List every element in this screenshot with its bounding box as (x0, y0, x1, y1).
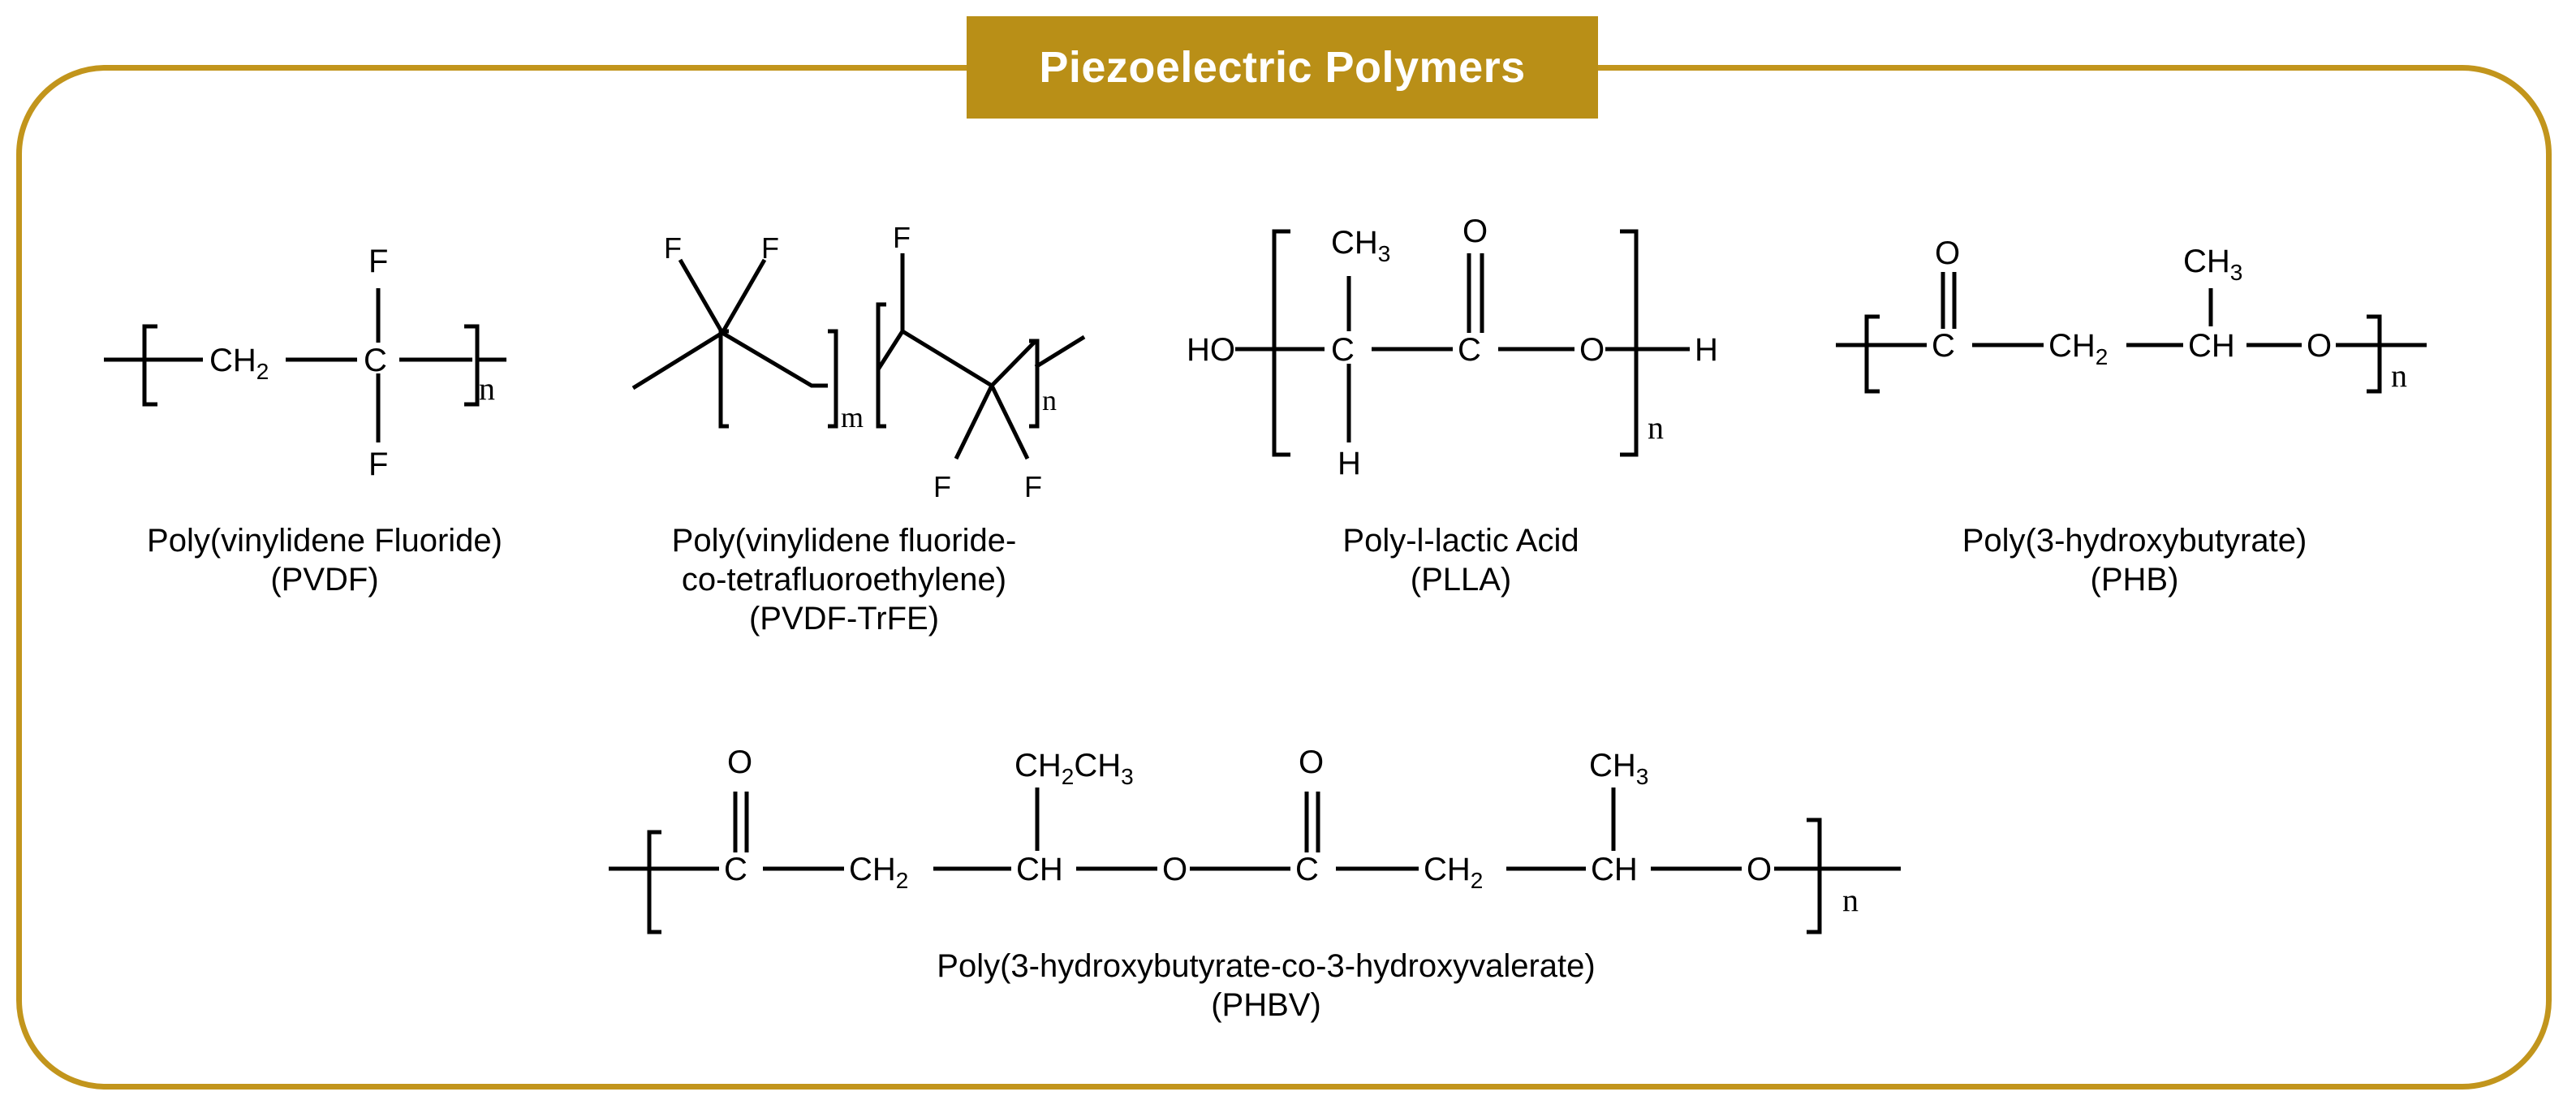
atom-c: C (1331, 332, 1355, 368)
repeat-n: n (1648, 409, 1664, 446)
atom-o: O (1299, 744, 1324, 780)
caption-pvdf-trfe: Poly(vinylidene fluoride- co-tetrafluoro… (671, 523, 1017, 636)
pvdf-structure: CH2 C F F n (104, 244, 506, 482)
atom-o: O (1935, 235, 1960, 271)
svg-text:CH3: CH3 (1331, 225, 1390, 266)
svg-text:CH2: CH2 (1424, 852, 1483, 893)
atom-h: H (1695, 332, 1718, 368)
atom-h: H (1338, 446, 1361, 481)
atom-f: F (1024, 470, 1042, 503)
atom-o: O (1579, 332, 1605, 368)
caption-plla: Poly-l-lactic Acid (PLLA) (1342, 523, 1579, 598)
caption-phb: Poly(3-hydroxybutyrate) (PHB) (1962, 523, 2307, 598)
repeat-n: n (1042, 384, 1057, 416)
atom-ch: CH (1016, 852, 1063, 887)
atom-f: F (664, 231, 682, 265)
svg-text:CH2: CH2 (2048, 328, 2108, 369)
repeat-n: n (479, 370, 495, 407)
atom-c: C (1458, 332, 1481, 368)
plla-structure: HO C CH3 H C O O H n (1187, 214, 1718, 481)
caption-pvdf: Poly(vinylidene Fluoride) (PVDF) (147, 523, 502, 598)
pvdf-trfe-structure: F F m F F F n (631, 221, 1086, 503)
svg-text:CH2CH3: CH2CH3 (1014, 748, 1134, 789)
atom-c: C (1932, 328, 1955, 364)
svg-text:CH3: CH3 (2183, 244, 2242, 285)
atom-f: F (933, 470, 951, 503)
repeat-m: m (841, 401, 864, 434)
phbv-structure: C O CH2 CH CH2CH3 O C O CH2 CH CH3 O n (609, 744, 1901, 934)
atom-f: F (368, 244, 388, 279)
atom-ch: CH (2188, 328, 2235, 364)
atom-o: O (2307, 328, 2332, 364)
title-banner: Piezoelectric Polymers (967, 16, 1598, 119)
atom-c: C (1295, 852, 1319, 887)
atom-f: F (368, 447, 388, 482)
atom-c: C (364, 343, 387, 378)
repeat-n: n (1842, 882, 1859, 918)
phb-structure: C O CH2 CH CH3 O n (1836, 235, 2427, 394)
diagram-title: Piezoelectric Polymers (1039, 43, 1526, 92)
atom-o: O (1747, 852, 1772, 887)
atom-o: O (727, 744, 752, 780)
repeat-n: n (2391, 357, 2407, 394)
caption-phbv: Poly(3-hydroxybutyrate-co-3-hydroxyvaler… (937, 948, 1596, 1023)
atom-f: F (893, 221, 911, 254)
atom-ho: HO (1187, 332, 1235, 368)
atom-f: F (761, 231, 779, 265)
svg-text:CH2: CH2 (849, 852, 908, 893)
atom-c: C (724, 852, 747, 887)
atom-o: O (1462, 214, 1488, 249)
atom-ch: CH (1591, 852, 1638, 887)
svg-text:CH2: CH2 (209, 343, 269, 384)
atom-o: O (1162, 852, 1187, 887)
svg-text:CH3: CH3 (1589, 748, 1648, 789)
